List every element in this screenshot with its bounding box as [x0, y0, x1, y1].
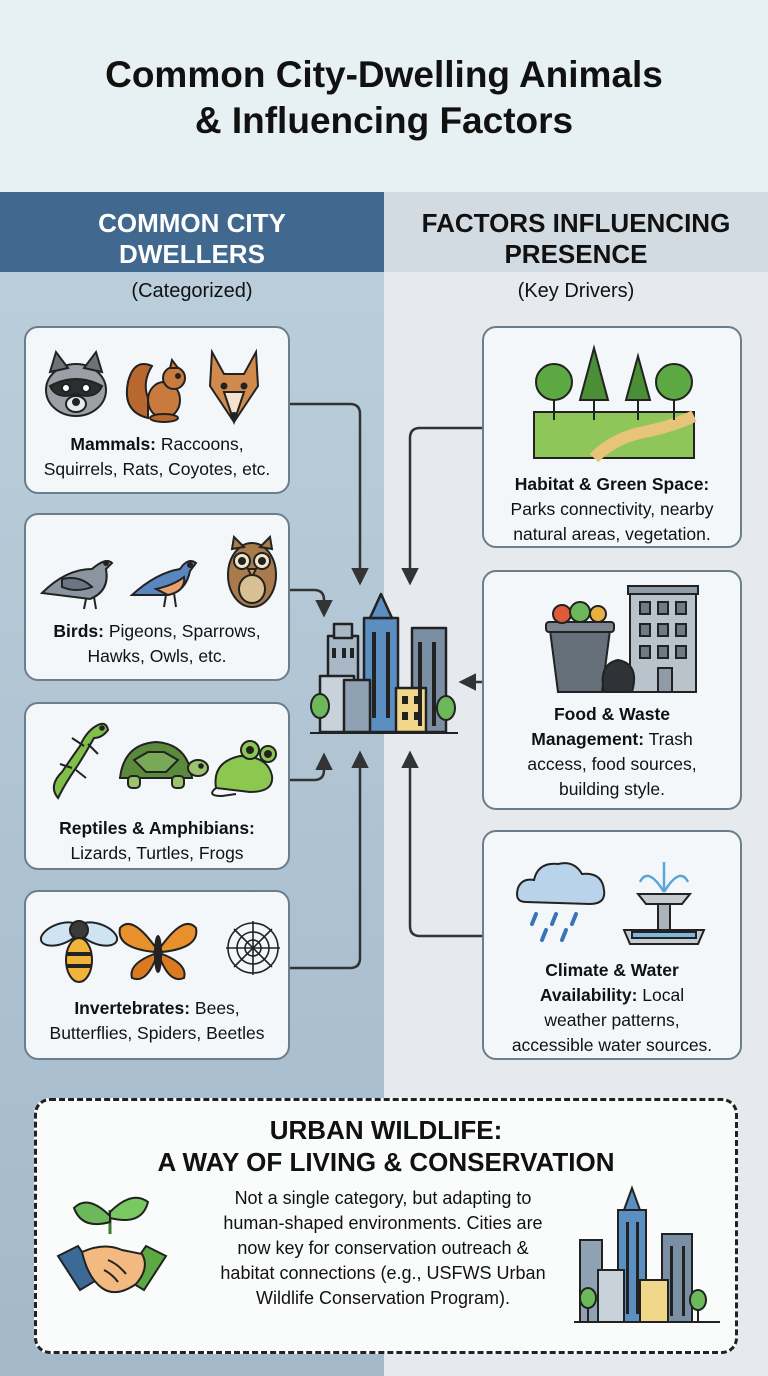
reptiles-label: Reptiles & Amphibians: [59, 818, 255, 838]
arrow-mammals [290, 402, 369, 586]
invertebrate-icons [39, 920, 280, 983]
mammals-line-1: Raccoons, [156, 434, 244, 454]
conservation-line-4: habitat connections (e.g., USFWS Urban [220, 1263, 546, 1283]
card-habitat-green-space: Habitat & Green Space: Parks connectivit… [482, 326, 742, 548]
left-heading-line-2: DWELLERS [119, 239, 265, 269]
conservation-title-line-2: A WAY OF LIVING & CONSERVATION [157, 1147, 615, 1177]
lizard-icon [52, 722, 110, 800]
conservation-line-3: now key for conservation outreach & [237, 1238, 529, 1258]
conservation-line-5: Wildlife Conservation Program). [255, 1288, 511, 1308]
right-heading-line-1: FACTORS INFLUENCING [421, 208, 731, 238]
bee-icon [39, 920, 119, 983]
food-waste-line-1: access, food sources, [527, 754, 697, 774]
habitat-text: Habitat & Green Space: Parks connectivit… [484, 472, 740, 547]
climate-tail: Local [637, 985, 685, 1005]
habitat-line-1: Parks connectivity, nearby [510, 499, 714, 519]
climate-line-2: accessible water sources. [511, 1035, 713, 1055]
mammal-icons [45, 348, 260, 426]
conservation-line-2: human-shaped environments. Cities are [223, 1213, 543, 1233]
invertebrates-line-1: Bees, [190, 998, 240, 1018]
turtle-icon [118, 740, 209, 789]
conservation-line-1: Not a single category, but adapting to [234, 1188, 532, 1208]
card-mammals: Mammals: Raccoons, Squirrels, Rats, Coyo… [24, 326, 290, 494]
left-column-heading: COMMON CITY DWELLERS [0, 208, 384, 270]
trash-building-icon [545, 585, 699, 693]
birds-label: Birds: [53, 621, 104, 641]
bird-icons [39, 534, 277, 610]
food-waste-label-line-1: Food & Waste [553, 704, 670, 724]
arrow-reptiles [290, 752, 333, 782]
conservation-title: URBAN WILDLIFE: A WAY OF LIVING & CONSER… [34, 1114, 738, 1178]
right-header-band [384, 192, 768, 272]
invertebrates-label: Invertebrates: [74, 998, 191, 1018]
mammals-line-2: Squirrels, Rats, Coyotes, etc. [43, 459, 271, 479]
coyote-icon [208, 348, 260, 426]
title-line-2: & Influencing Factors [194, 100, 574, 141]
right-column-subtitle: (Key Drivers) [517, 280, 635, 302]
food-waste-tail: Trash [644, 729, 693, 749]
card-invertebrates: Invertebrates: Bees, Butterflies, Spider… [24, 890, 290, 1060]
rain-cloud-icon [516, 862, 606, 942]
card-climate-water: Climate & Water Availability: Local weat… [482, 830, 742, 1060]
fountain-icon [622, 862, 706, 945]
reptile-icons [52, 722, 277, 800]
handshake-sprout-icon [56, 1196, 168, 1294]
climate-label: Availability: [539, 985, 638, 1005]
arrow-habitat [401, 426, 482, 586]
arrow-birds [290, 588, 333, 618]
arrow-invertebrates [290, 750, 369, 970]
climate-water-text: Climate & Water Availability: Local weat… [484, 958, 740, 1058]
birds-line-1: Pigeons, Sparrows, [103, 621, 261, 641]
climate-line-1: weather patterns, [544, 1010, 680, 1030]
left-column-subtitle: (Categorized) [131, 280, 253, 302]
habitat-label: Habitat & Green Space: [514, 474, 710, 494]
squirrel-icon [126, 357, 186, 423]
sparrow-icon [129, 560, 198, 608]
city-skyline-small-icon [574, 1185, 720, 1323]
card-reptiles-amphibians: Reptiles & Amphibians: Lizards, Turtles,… [24, 702, 290, 870]
park-trees-icon [533, 344, 697, 463]
food-waste-label: Management: [531, 729, 645, 749]
birds-text: Birds: Pigeons, Sparrows, Hawks, Owls, e… [26, 619, 288, 669]
conservation-title-line-1: URBAN WILDLIFE: [269, 1115, 503, 1145]
left-header-band [0, 192, 384, 272]
mammals-label: Mammals: [70, 434, 157, 454]
raccoon-icon [45, 349, 107, 417]
pigeon-icon [39, 560, 114, 610]
invertebrates-line-2: Butterflies, Spiders, Beetles [49, 1023, 265, 1043]
city-skyline-icon [310, 592, 458, 734]
left-heading-line-1: COMMON CITY [98, 208, 286, 238]
reptiles-text: Reptiles & Amphibians: Lizards, Turtles,… [26, 816, 288, 866]
rain-fountain-icon [516, 862, 706, 945]
arrow-climate [401, 750, 482, 938]
spider-web-icon [226, 921, 280, 975]
owl-icon [227, 534, 277, 608]
habitat-line-2: natural areas, vegetation. [513, 524, 711, 544]
right-column-heading: FACTORS INFLUENCING PRESENCE [384, 208, 768, 270]
card-birds: Birds: Pigeons, Sparrows, Hawks, Owls, e… [24, 513, 290, 681]
title-area [0, 0, 768, 192]
climate-label-line-1: Climate & Water [545, 960, 679, 980]
mammals-text: Mammals: Raccoons, Squirrels, Rats, Coyo… [26, 432, 288, 482]
reptiles-line-2: Lizards, Turtles, Frogs [70, 843, 244, 863]
conservation-body: Not a single category, but adapting to h… [178, 1186, 588, 1311]
invertebrates-text: Invertebrates: Bees, Butterflies, Spider… [26, 996, 288, 1046]
page-title: Common City-Dwelling Animals & Influenci… [0, 52, 768, 144]
right-heading-line-2: PRESENCE [504, 239, 648, 269]
title-line-1: Common City-Dwelling Animals [105, 54, 663, 95]
frog-icon [211, 740, 277, 798]
birds-line-2: Hawks, Owls, etc. [87, 646, 227, 666]
butterfly-icon [118, 923, 198, 980]
food-waste-text: Food & Waste Management: Trash access, f… [484, 702, 740, 802]
card-food-waste: Food & Waste Management: Trash access, f… [482, 570, 742, 810]
food-waste-line-2: building style. [558, 779, 666, 799]
